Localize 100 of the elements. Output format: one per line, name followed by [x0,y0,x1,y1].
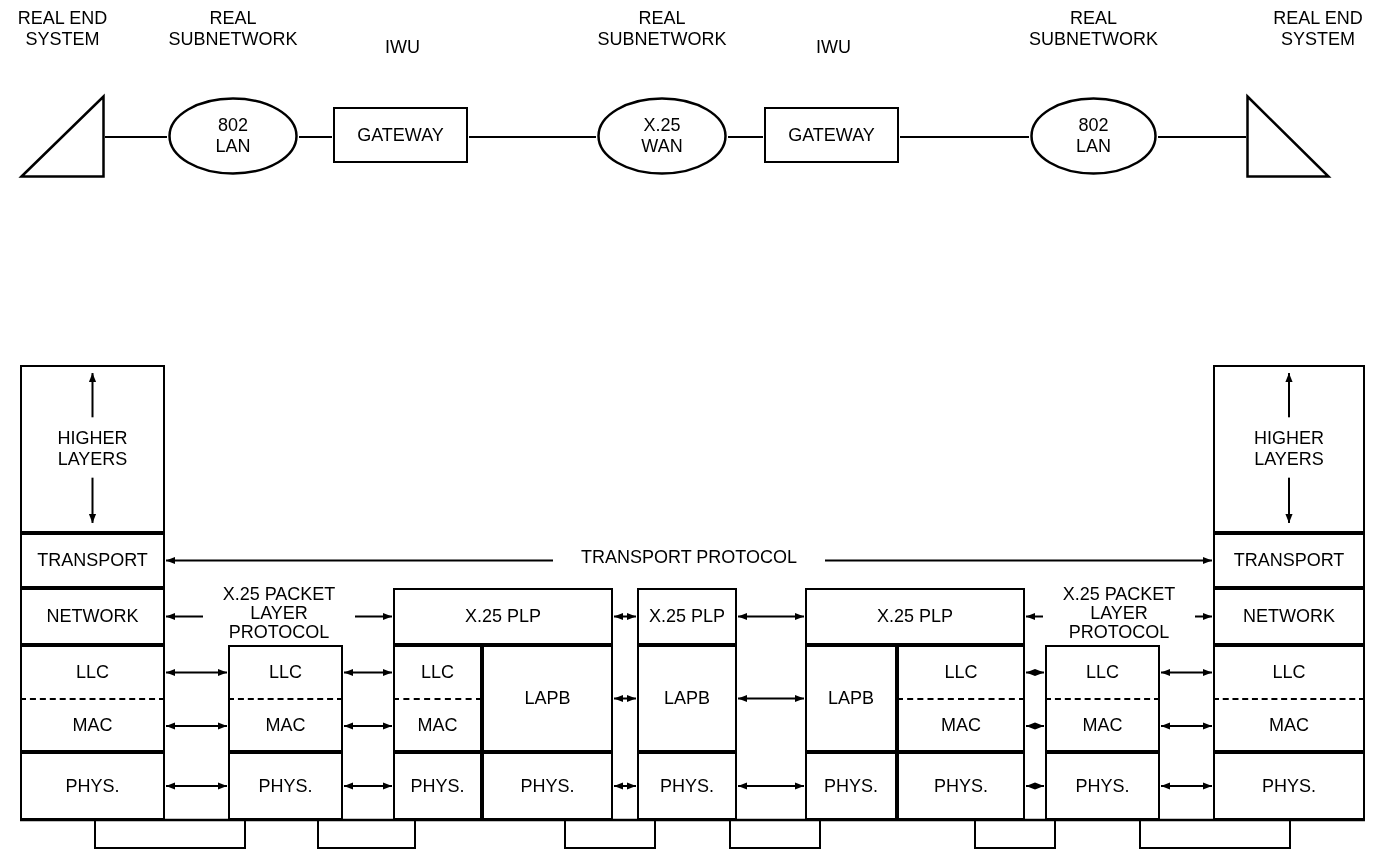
layer-box [20,588,165,645]
node-label: HIGHER LAYERS [56,428,129,470]
arrow [343,782,393,790]
connector-line [468,136,597,138]
layer-box [228,700,343,752]
node-label: LLC [269,662,302,683]
column-heading: IWU [384,37,421,58]
node-label: MAC [1269,714,1309,736]
node-label: PHYS. [934,775,988,797]
layer-box [482,752,613,820]
node-label: PHYS. [65,775,120,797]
node-label: X.25 WAN [640,115,684,157]
layer-box [1045,752,1160,820]
layer-box [393,645,482,700]
layer-box [805,752,897,820]
arrow [613,612,637,621]
layer-box [1213,752,1365,820]
layer-box [1213,533,1365,588]
layer-box [393,588,613,645]
node-label: 802 LAN [1075,115,1112,157]
arrow [737,612,805,621]
column-heading: REAL SUBNETWORK [596,8,728,50]
node-label: MAC [941,714,981,736]
column-heading: IWU [815,37,852,58]
column-heading: REAL END SYSTEM [1272,8,1364,50]
layer-box [1213,700,1365,752]
layer-box [897,700,1025,752]
arrow [613,782,637,790]
node-label: GATEWAY [356,124,445,146]
column-heading: REAL SUBNETWORK [1028,8,1159,50]
node-label: PHYS. [660,775,714,797]
layer-box [805,645,897,752]
node-label: TRANSPORT [37,550,148,571]
layer-box [805,588,1025,645]
column-heading: REAL END SYSTEM [16,8,109,50]
arrow [1160,782,1213,790]
node-label: NETWORK [46,606,139,627]
layer-box [897,645,1025,700]
layer-box [228,752,343,820]
node-label: PHYS. [824,775,878,797]
arrow [737,782,805,790]
node-label: MAC [72,714,113,736]
node-label: MAC [1082,714,1123,736]
connector-line [729,819,821,849]
edge-label: X.25 PACKET LAYER PROTOCOL [203,584,355,641]
node-label: PHYS. [258,775,313,797]
node-label: LAPB [664,688,710,709]
node-label: LLC [1086,662,1119,683]
node-label: 802 LAN [214,115,252,157]
node-label: PHYS. [1075,775,1130,797]
connector-line [564,819,656,849]
column-heading: REAL SUBNETWORK [167,8,299,50]
layer-box [228,645,343,700]
layer-box [1045,645,1160,700]
node-label: TRANSPORT [1233,550,1345,571]
node-label: PHYS. [1262,775,1316,797]
arrow [737,694,805,703]
arrow [1160,668,1213,677]
arrow [613,694,637,703]
node-label: LAPB [524,688,571,709]
layer-box [20,645,165,700]
arrow [165,782,228,790]
arrow [165,668,228,677]
node-label: PHYS. [410,775,465,797]
layer-box [393,752,482,820]
layer-box [1213,588,1365,645]
node-label: LLC [1272,662,1306,683]
layer-box [20,700,165,752]
connector-line [899,136,1030,138]
edge-label: TRANSPORT PROTOCOL [553,547,825,566]
layer-box [637,645,737,752]
connector-line [317,819,416,849]
arrow [343,668,393,677]
connector-line [104,136,168,138]
node-label: HIGHER LAYERS [1253,428,1325,470]
layer-box [1045,700,1160,752]
layer-box [897,752,1025,820]
node-label: MAC [265,714,306,736]
node-label: LLC [944,662,978,683]
layer-box [1213,365,1365,533]
connector-line [298,136,333,138]
layer-box [1213,645,1365,700]
layer-box [637,752,737,820]
node-label: X.25 PLP [876,606,954,627]
arrow [1160,722,1213,730]
connector-line [974,819,1056,849]
layer-box [393,700,482,752]
node-label: LAPB [828,688,874,709]
arrow [1025,722,1045,730]
arrow [343,722,393,730]
connector-line [1157,136,1247,138]
layer-box [20,752,165,820]
node-label: X.25 PLP [648,606,726,627]
arrow [1025,782,1045,790]
arrow [165,722,228,730]
node-label: GATEWAY [787,124,876,146]
node-label: PHYS. [520,775,575,797]
node-label: X.25 PLP [464,606,542,627]
node-label: LLC [421,662,454,683]
node-label: NETWORK [1243,606,1335,627]
